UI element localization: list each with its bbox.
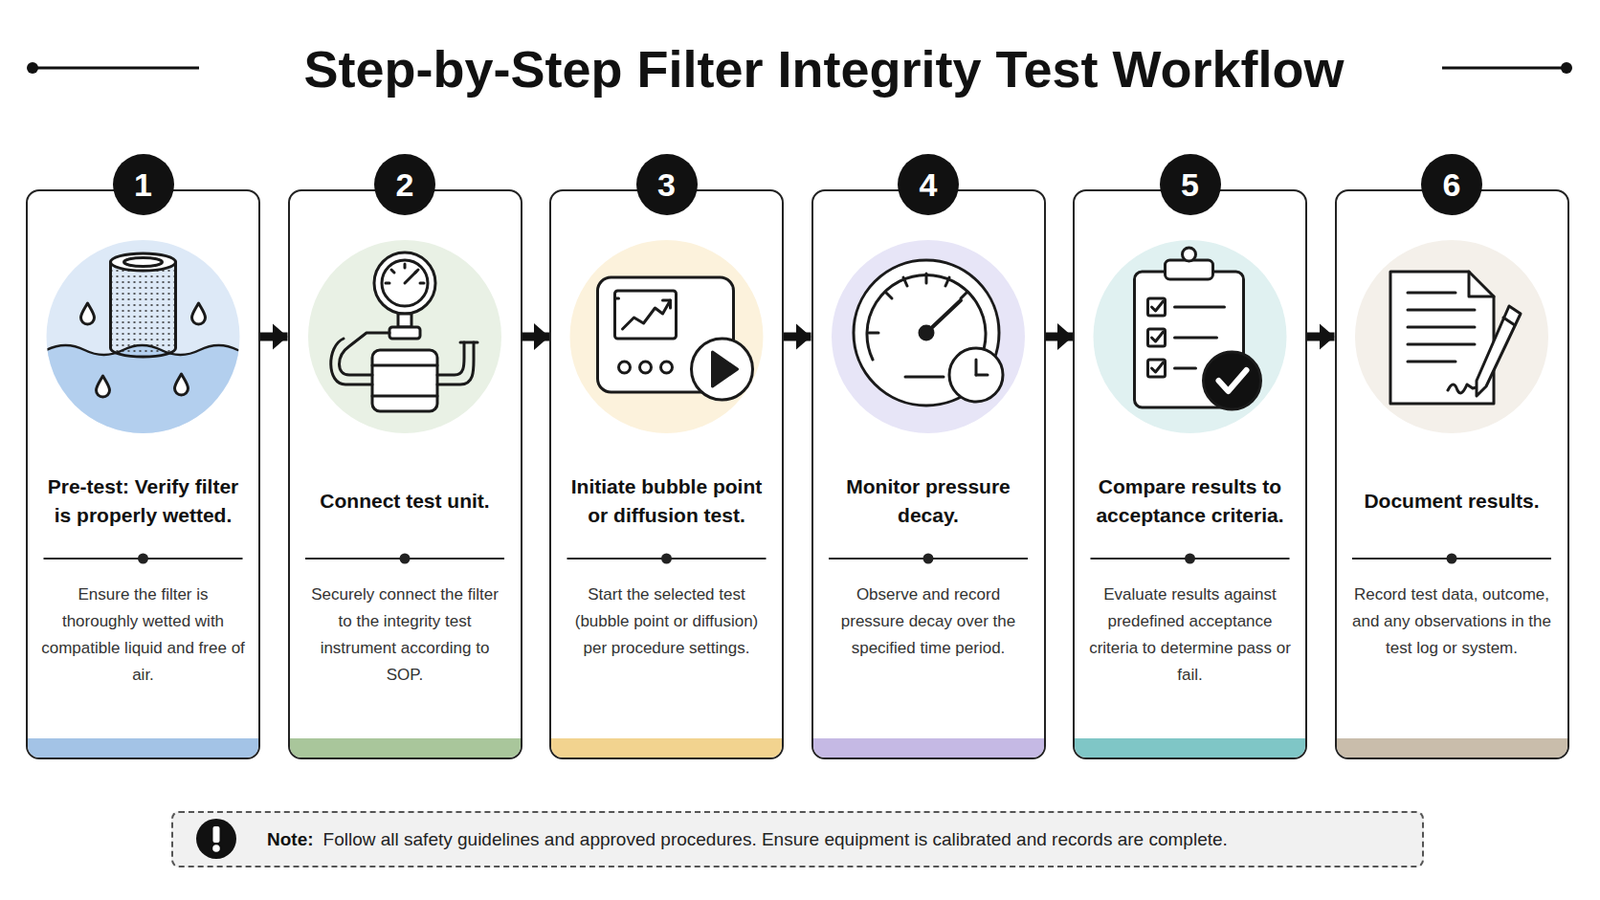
color-strip: [1074, 738, 1306, 758]
step-heading: Connect test unit.: [305, 447, 506, 556]
flow-arrow: [1045, 333, 1074, 342]
step-heading: Pre-test: Verify filter is properly wett…: [43, 447, 244, 556]
process-step-card: Initiate bubble point or diffusion test.…: [549, 189, 784, 760]
step-description: Securely connect the filter to the integ…: [303, 581, 508, 689]
flow-arrow: [260, 333, 289, 342]
step-description: Observe and record pressure decay over t…: [826, 581, 1031, 663]
note-box: Note: Follow all safety guidelines and ap…: [171, 811, 1424, 868]
step-heading: Initiate bubble point or diffusion test.: [566, 447, 767, 556]
process-step-card: Compare results to acceptance criteria. E…: [1072, 189, 1308, 760]
step-number: 6: [1421, 154, 1483, 216]
step-description: Evaluate results against predefined acce…: [1088, 581, 1292, 689]
step-description: Record test data, outcome, and any obser…: [1350, 581, 1555, 663]
color-strip: [289, 738, 521, 758]
step-heading: Compare results to acceptance criteria.: [1089, 447, 1290, 556]
color-strip: [813, 738, 1045, 758]
step-heading: Note:: [266, 829, 314, 851]
divider-rule: [44, 555, 1553, 564]
process-step-card: Connect test unit. Securely connect the f…: [288, 189, 523, 760]
step-heading: Monitor pressure decay.: [828, 447, 1029, 556]
step-heading: Document results.: [1352, 447, 1553, 556]
step-number: 5: [1159, 154, 1222, 216]
step-number: 2: [374, 154, 436, 216]
step-number: 1: [112, 154, 175, 216]
step-number: 3: [636, 154, 698, 216]
color-strip: [551, 738, 782, 758]
flow-arrow: [1307, 333, 1335, 342]
process-step-card: Document results. Record test data, outco…: [1334, 189, 1570, 760]
step-description: Start the selected test (bubble point or…: [564, 581, 769, 663]
flow-arrow: [783, 333, 812, 342]
step-description: Ensure the filter is thoroughly wetted w…: [41, 581, 245, 689]
step-description: Follow all safety guidelines and approve…: [323, 829, 1228, 851]
flow-arrow: [522, 333, 551, 342]
color-strip: [1336, 738, 1568, 758]
process-step-card: Monitor pressure decay. Observe and recor…: [811, 189, 1046, 760]
diagram-title: Step-by-Step Filter Integrity Test Workf…: [225, 34, 1423, 104]
step-number: 4: [897, 154, 959, 216]
process-step-card: Pre-test: Verify filter is properly wett…: [25, 189, 261, 760]
color-strip: [27, 738, 259, 758]
